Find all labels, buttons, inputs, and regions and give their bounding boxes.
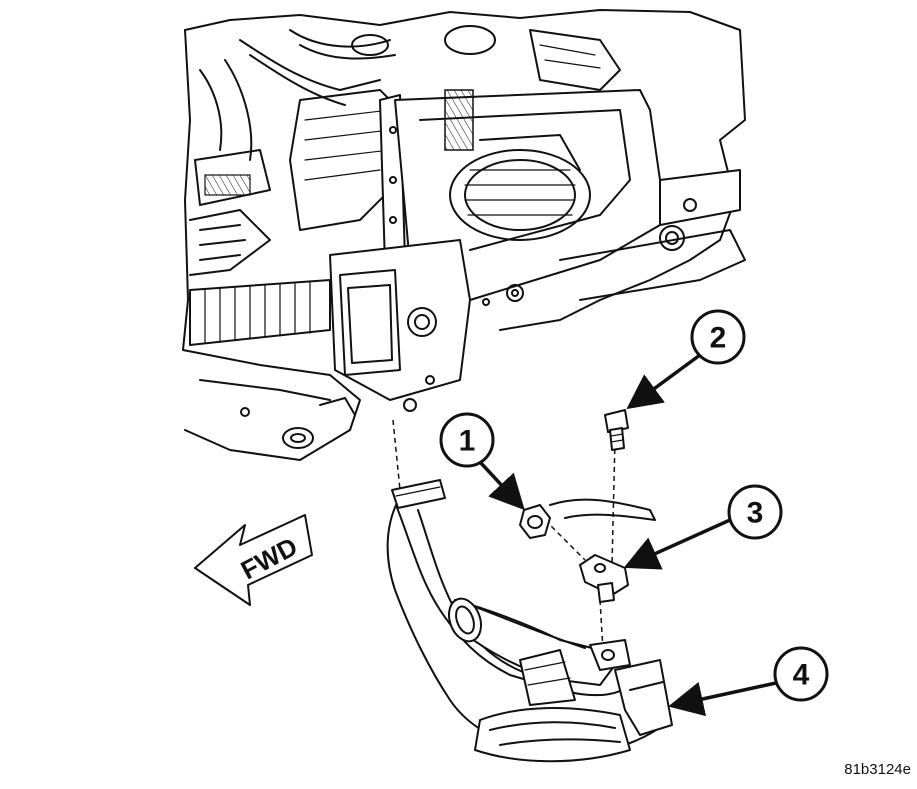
callout-1-number: 1	[459, 425, 476, 458]
exhaust-pipe-part	[386, 479, 673, 763]
callout-3-number: 3	[747, 497, 764, 530]
callout-4: 4	[668, 646, 829, 717]
alignment-lines	[392, 419, 616, 651]
nut-part	[519, 504, 551, 539]
engine-assembly	[182, 9, 746, 461]
sensor-bracket-part	[579, 554, 629, 603]
callout-2-number: 2	[710, 322, 727, 355]
forward-direction-arrow: FWD	[194, 514, 313, 606]
bolt-part	[604, 409, 629, 451]
crossmember-bracket	[329, 239, 524, 412]
callout-1: 1	[439, 412, 525, 511]
callout-2: 2	[626, 309, 746, 410]
callout-3: 3	[623, 484, 783, 570]
oil-pan-ribs	[189, 279, 331, 346]
wiring-harness	[549, 498, 656, 521]
transmission-housing	[444, 89, 591, 241]
figure-id: 81b3124e	[844, 761, 911, 778]
callout-4-number: 4	[793, 659, 810, 692]
